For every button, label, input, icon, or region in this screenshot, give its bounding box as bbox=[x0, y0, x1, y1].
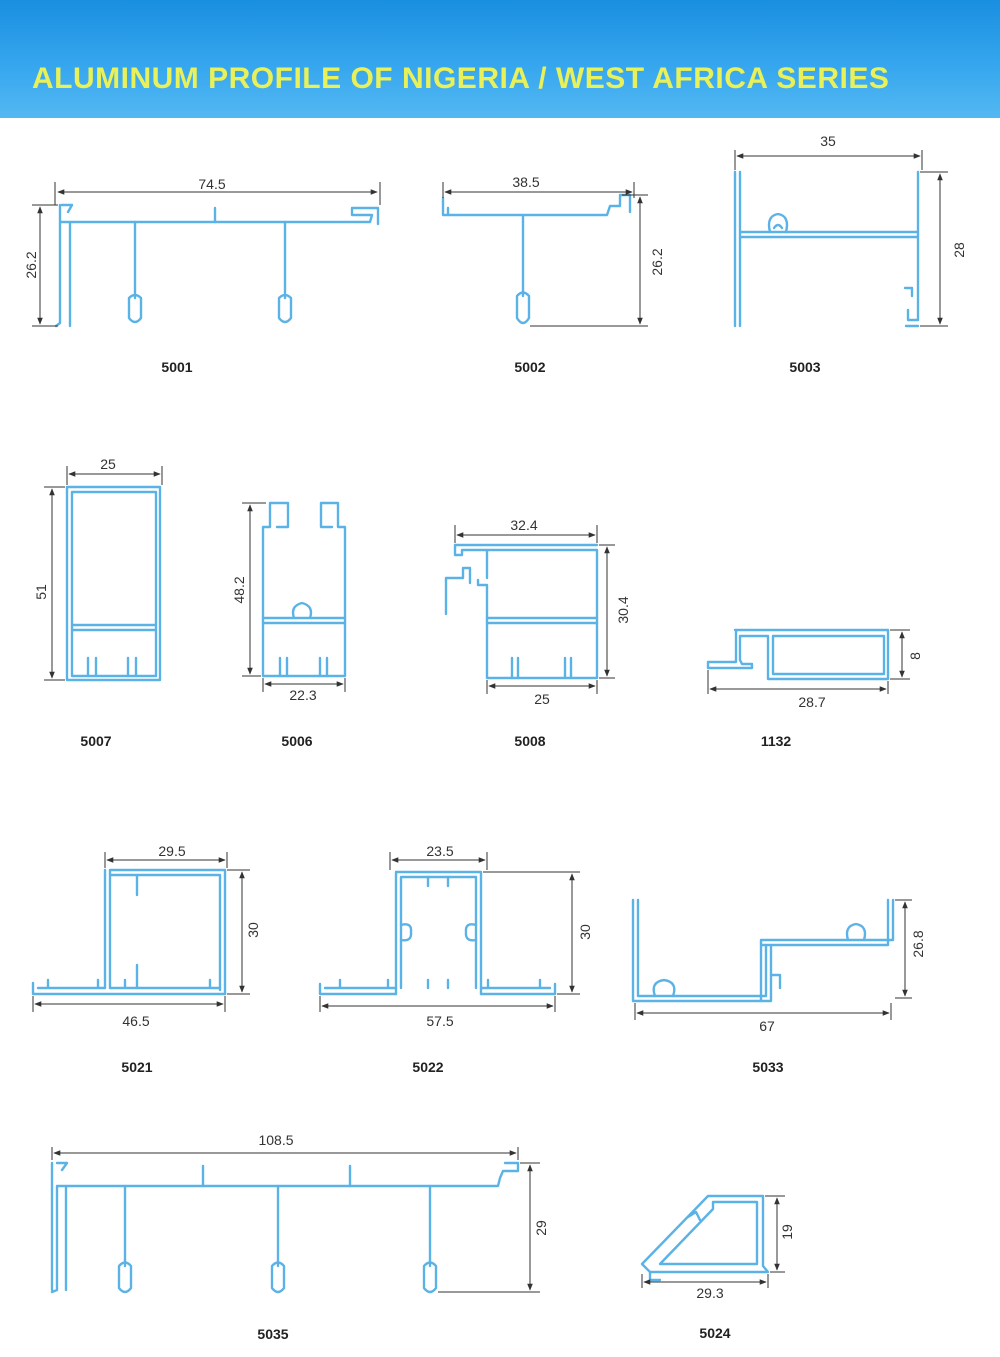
profile-5003: 35 28 5003 bbox=[733, 133, 967, 375]
dim-5008-bottom: 25 bbox=[534, 691, 550, 707]
dim-5008-width: 32.4 bbox=[510, 517, 537, 533]
code-5033: 5033 bbox=[752, 1059, 783, 1075]
dim-5008-height: 30.4 bbox=[615, 596, 631, 623]
dim-5007-height: 51 bbox=[33, 584, 49, 600]
code-5008: 5008 bbox=[514, 733, 545, 749]
profile-5006: 48.2 22.3 5006 bbox=[231, 501, 347, 749]
code-5003: 5003 bbox=[789, 359, 820, 375]
page-title: ALUMINUM PROFILE OF NIGERIA / WEST AFRIC… bbox=[32, 62, 890, 95]
profile-5002: 38.5 26.2 5002 bbox=[441, 174, 665, 375]
dim-5006-height: 48.2 bbox=[231, 576, 247, 603]
dim-5022-height: 30 bbox=[577, 924, 593, 940]
dim-5021-height: 30 bbox=[245, 922, 261, 938]
dim-5003-width: 35 bbox=[820, 133, 836, 149]
code-5001: 5001 bbox=[161, 359, 192, 375]
profile-5001: 74.5 26.2 5001 bbox=[23, 176, 381, 375]
dim-5033-height: 26.8 bbox=[910, 930, 926, 957]
profile-5021: 29.5 30 46.5 5021 bbox=[31, 843, 261, 1075]
profile-catalog-drawing: 74.5 26.2 5001 38.5 26.2 5002 35 28 5003… bbox=[23, 133, 967, 1342]
code-5007: 5007 bbox=[80, 733, 111, 749]
code-5006: 5006 bbox=[281, 733, 312, 749]
profile-5035: 108.5 29 5035 bbox=[50, 1132, 549, 1342]
dim-5003-height: 28 bbox=[951, 242, 967, 258]
profile-5033: 26.8 67 5033 bbox=[631, 898, 926, 1075]
code-5002: 5002 bbox=[514, 359, 545, 375]
dim-5024-height: 19 bbox=[779, 1224, 795, 1240]
dim-5035-width: 108.5 bbox=[258, 1132, 293, 1148]
dim-5022-top: 23.5 bbox=[426, 843, 453, 859]
dim-5035-height: 29 bbox=[533, 1220, 549, 1236]
dim-5021-bottom: 46.5 bbox=[122, 1013, 149, 1029]
dim-5001-width: 74.5 bbox=[198, 176, 225, 192]
dim-5022-bottom: 57.5 bbox=[426, 1013, 453, 1029]
dim-5002-height: 26.2 bbox=[649, 248, 665, 275]
dim-5006-width: 22.3 bbox=[289, 687, 316, 703]
code-5022: 5022 bbox=[412, 1059, 443, 1075]
dim-1132-height: 8 bbox=[907, 652, 923, 660]
header-banner: ALUMINUM PROFILE OF NIGERIA / WEST AFRIC… bbox=[0, 0, 1000, 118]
profile-1132: 8 28.7 1132 bbox=[706, 628, 923, 749]
dim-5033-bottom: 67 bbox=[759, 1018, 775, 1034]
code-5035: 5035 bbox=[257, 1326, 288, 1342]
dim-1132-width: 28.7 bbox=[798, 694, 825, 710]
code-5024: 5024 bbox=[699, 1325, 730, 1341]
profile-5007: 25 51 5007 bbox=[33, 456, 163, 749]
profile-5024: 19 29.3 5024 bbox=[640, 1194, 795, 1341]
code-1132: 1132 bbox=[761, 733, 792, 749]
profile-5008: 32.4 30.4 25 5008 bbox=[444, 517, 631, 749]
dim-5002-width: 38.5 bbox=[512, 174, 539, 190]
dim-5021-top: 29.5 bbox=[158, 843, 185, 859]
code-5021: 5021 bbox=[121, 1059, 152, 1075]
dim-5001-height: 26.2 bbox=[23, 251, 39, 278]
dim-5024-width: 29.3 bbox=[696, 1285, 723, 1301]
profile-5022: 23.5 30 57.5 5022 bbox=[318, 843, 593, 1075]
dim-5007-width: 25 bbox=[100, 456, 116, 472]
